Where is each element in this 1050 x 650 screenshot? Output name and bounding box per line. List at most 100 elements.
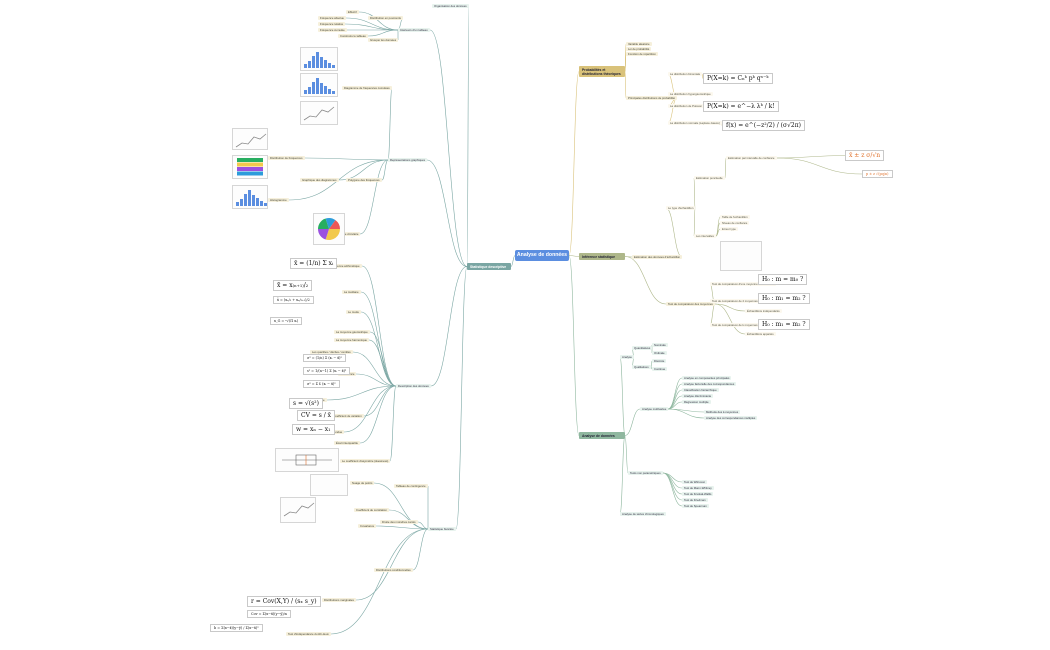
node-organisation[interactable]: Organisation des données — [432, 3, 469, 9]
node-mr-b[interactable]: Test de comparaison des moyennes — [666, 301, 715, 307]
node-tr-s2[interactable]: La distribution de Poisson — [668, 103, 705, 109]
node-br-b1[interactable]: Analyse factorielle des correspondances — [682, 381, 737, 387]
node-g2-4[interactable]: Polygone des fréquences — [346, 177, 382, 183]
node-tr-sub[interactable]: Principales distributions de probabilité — [626, 95, 677, 101]
node-br-b4[interactable]: Régression multiple — [682, 399, 711, 405]
node-g1-6[interactable]: Grouper les données — [368, 37, 399, 43]
node-br-c3[interactable]: Test de Friedman — [682, 497, 708, 503]
node-g3-1[interactable]: La médiane — [342, 289, 361, 295]
node-br-c0[interactable]: Test de Wilcoxon — [682, 479, 708, 485]
node-tr-0[interactable]: Variable aléatoire — [626, 41, 652, 47]
node-g3-11[interactable]: Le coefficient d'asymétrie (skewness) — [340, 458, 391, 464]
node-g1-0[interactable]: Effectif — [346, 9, 359, 15]
node-mr-b3[interactable]: Échantillons appariés — [745, 331, 776, 337]
node-mr-a4[interactable]: Taille de l'échantillon — [720, 214, 750, 220]
node-g3-8[interactable]: Le coefficient de variation — [328, 413, 364, 419]
connector — [426, 159, 468, 267]
branch-analyse-donnees[interactable]: Analyse de données — [579, 432, 625, 439]
node-br-d[interactable]: Analyse de séries chronologiques — [620, 511, 666, 517]
node-g3-0[interactable]: La moyenne arithmétique — [326, 263, 362, 269]
thumbnail-cumulative-chart[interactable] — [300, 47, 338, 71]
node-br-c2[interactable]: Test de Kruskal-Wallis — [682, 491, 714, 497]
node-g3-5[interactable]: Les quartiles / déciles / centiles — [310, 349, 353, 355]
node-g3[interactable]: Description des données — [396, 383, 431, 389]
thumbnail-polygon[interactable] — [300, 101, 338, 125]
node-g2-0[interactable]: Diagramme de fréquences cumulées — [342, 85, 392, 91]
branch-inference[interactable]: Inférence statistique — [579, 253, 625, 260]
thumbnail-pie-chart[interactable] — [313, 213, 345, 245]
node-tr-1[interactable]: Loi de probabilité — [626, 46, 652, 52]
node-g4-6[interactable]: Distributions marginales — [322, 597, 356, 603]
node-g1[interactable]: Intérieurs d'un tableau — [398, 27, 430, 33]
thumbnail-histogram[interactable] — [300, 73, 338, 97]
node-g4-7[interactable]: Test d'indépendance du khi-deux — [286, 631, 331, 637]
node-br-c[interactable]: Tests non paramétriques — [628, 470, 663, 476]
node-tr-s3[interactable]: La distribution normale (Laplace-Gauss) — [668, 120, 722, 126]
node-mr-a5[interactable]: Niveau de confiance — [720, 220, 750, 226]
node-mr-b2[interactable]: Échantillons indépendants — [745, 308, 782, 314]
node-mr-b1[interactable]: Test de comparaison de 2 moyennes — [710, 298, 760, 304]
node-g1-1[interactable]: Fréquence absolue — [318, 15, 346, 21]
node-tr-s0[interactable]: La distribution binomiale — [668, 71, 703, 77]
node-tr-s1[interactable]: La distribution hypergéométrique — [668, 91, 713, 97]
node-br-b3[interactable]: Analyse discriminante — [682, 393, 714, 399]
node-g3-2[interactable]: Le mode — [346, 309, 361, 315]
node-mr-b4[interactable]: Test de comparaison de k moyennes (ANOVA… — [710, 322, 772, 328]
node-br-a3[interactable]: Ordinale — [652, 350, 667, 356]
node-br-c4[interactable]: Test de Spearman — [682, 503, 709, 509]
node-br-a0[interactable]: Quantitatives — [632, 345, 653, 351]
thumbnail-stacked-bar[interactable] — [232, 155, 268, 179]
node-g4-5[interactable]: Distributions conditionnelles — [374, 567, 413, 573]
node-g2[interactable]: Représentations graphiques — [388, 157, 427, 163]
node-br-b5[interactable]: Méthode des k-moyennes — [704, 409, 741, 415]
thumbnail-table[interactable] — [720, 241, 762, 271]
node-mr-a3[interactable]: Les intervalles — [694, 233, 716, 239]
connector — [568, 255, 580, 257]
thumbnail-contingency[interactable] — [310, 474, 348, 496]
node-g4[interactable]: Statistique bivariée — [428, 526, 456, 532]
branch-probabilites[interactable]: Probabilités et distributions théoriques — [579, 66, 625, 77]
node-g4-4[interactable]: Covariance — [358, 523, 377, 529]
node-g4-2[interactable]: Droite des moindres carrés — [380, 519, 418, 525]
thumbnail-scatter[interactable] — [280, 497, 316, 523]
node-br-b[interactable]: Analyse multivariée — [640, 406, 669, 412]
branch-statistique-descriptive[interactable]: Statistique descriptive — [467, 263, 511, 270]
node-g1-4[interactable]: Distribution en pourcents — [368, 15, 403, 21]
node-br-b2[interactable]: Classification hiérarchique — [682, 387, 719, 393]
node-br-a1[interactable]: Qualitatives — [632, 364, 651, 370]
node-mr-a1[interactable]: Estimation ponctuelle — [694, 175, 725, 181]
node-br-a[interactable]: Analyse — [620, 354, 634, 360]
root-node[interactable]: Analyse de données — [515, 250, 569, 261]
node-mr-a6[interactable]: Erreur type — [720, 226, 738, 232]
node-g3-3[interactable]: La moyenne géométrique — [334, 329, 370, 335]
node-g4-1[interactable]: Nuage de points — [350, 480, 375, 486]
node-g3-9[interactable]: L'étendue — [328, 429, 345, 435]
node-g4-3[interactable]: Coefficient de corrélation — [354, 507, 389, 513]
node-g1-5[interactable]: Construire le tableau — [338, 33, 368, 39]
node-g4-0[interactable]: Tableau de contingence — [394, 483, 428, 489]
node-mr-a[interactable]: Estimation des données d'échantillon — [632, 254, 683, 260]
thumbnail-line-chart[interactable] — [232, 128, 268, 150]
node-g3-4[interactable]: La moyenne harmonique — [334, 337, 369, 343]
node-g2-1[interactable]: Diagramme circulaire — [330, 231, 361, 237]
node-br-a5[interactable]: Continue — [652, 366, 668, 372]
node-mr-a2[interactable]: Estimation par intervalle de confiance — [726, 155, 777, 161]
node-g2-2[interactable]: Distribution de fréquences — [268, 155, 305, 161]
node-g1-2[interactable]: Fréquence relative — [318, 21, 346, 27]
node-br-c1[interactable]: Test de Mann-Whitney — [682, 485, 714, 491]
node-g1-3[interactable]: Fréquence cumulée — [318, 27, 347, 33]
node-br-a4[interactable]: Discrète — [652, 358, 667, 364]
connector — [624, 256, 667, 305]
node-br-b0[interactable]: Analyse en composantes principales — [682, 375, 732, 381]
formula-poisson: P(X=k) = e^−λ λᵏ / k! — [703, 101, 779, 112]
thumbnail-bar-chart[interactable] — [232, 185, 268, 209]
node-mr-b0[interactable]: Test de comparaison d'une moyenne à une … — [710, 281, 776, 287]
node-tr-2[interactable]: Fonction de répartition — [626, 51, 658, 57]
thumbnail-boxplot[interactable] — [275, 448, 339, 472]
node-mr-a0[interactable]: Le type d'échantillon — [666, 205, 696, 211]
node-g2-5[interactable]: Graphique des diagrammes — [300, 177, 339, 183]
node-br-b6[interactable]: Analyse des correspondances multiples — [704, 415, 758, 421]
node-g2-3[interactable]: Histogramme — [268, 197, 289, 203]
node-br-a2[interactable]: Nominale — [652, 342, 668, 348]
node-g3-10[interactable]: Écart interquartile — [334, 440, 360, 446]
